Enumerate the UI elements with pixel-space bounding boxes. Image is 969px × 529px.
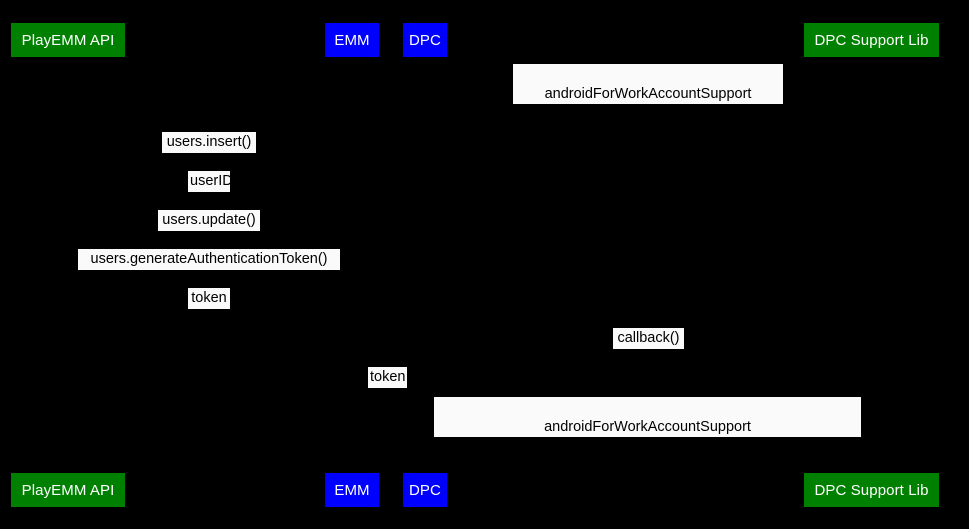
lifeline-supportlib [870, 57, 871, 473]
participant-label: DPC Support Lib [814, 31, 929, 49]
participant-label: PlayEMM API [21, 481, 115, 499]
arrow-token-to-emm [68, 309, 352, 310]
message-label-users-generate-authentication-token[interactable]: users.generateAuthenticationToken() [78, 249, 340, 270]
note-line-1: androidForWorkAccountSupport [544, 419, 751, 435]
arrow-token-to-dpc [352, 388, 425, 389]
message-label-users-insert[interactable]: users.insert() [162, 132, 256, 153]
participant-label: EMM [334, 481, 370, 499]
message-note-add-android-for-work-account[interactable]: androidForWorkAccountSupport .addAndroid… [434, 397, 861, 475]
arrow-ensure-working-environment [425, 104, 871, 105]
participant-playemm-api-bottom[interactable]: PlayEMM API [11, 473, 125, 507]
note-line-2: .addAndroidForWorkAccount(token, account… [453, 459, 842, 475]
message-label-token-to-emm[interactable]: token [188, 288, 230, 309]
arrow-callback [425, 349, 871, 350]
arrow-users-insert [68, 153, 352, 154]
participant-label: DPC [409, 31, 441, 49]
message-label-userid[interactable]: userID [188, 171, 233, 192]
participant-label: DPC [409, 481, 441, 499]
message-label-token-to-dpc[interactable]: token [368, 367, 407, 388]
participant-label: EMM [334, 31, 370, 49]
message-label-users-update[interactable]: users.update() [158, 210, 260, 231]
participant-playemm-api-top[interactable]: PlayEMM API [11, 23, 125, 57]
lifeline-emm [351, 57, 352, 473]
lifeline-dpc [424, 57, 425, 473]
note-line-1: androidForWorkAccountSupport [544, 86, 752, 102]
note-line-2: .ensureWorkingEnvironment(callback) [525, 126, 771, 142]
participant-dpc-bottom[interactable]: DPC [403, 473, 447, 507]
participant-emm-top[interactable]: EMM [325, 23, 379, 57]
participant-label: PlayEMM API [21, 31, 115, 49]
message-note-ensure-working-environment[interactable]: androidForWorkAccountSupport .ensureWork… [513, 64, 783, 142]
arrow-userid [68, 192, 352, 193]
participant-label: DPC Support Lib [814, 481, 929, 499]
participant-dpc-support-lib-top[interactable]: DPC Support Lib [804, 23, 939, 57]
message-label-callback[interactable]: callback() [613, 328, 684, 349]
lifeline-playemm [67, 57, 68, 473]
arrow-generate-auth-token [68, 270, 352, 271]
participant-dpc-top[interactable]: DPC [403, 23, 447, 57]
arrow-users-update [68, 231, 352, 232]
arrow-add-android-for-work-account [425, 437, 871, 438]
participant-emm-bottom[interactable]: EMM [325, 473, 379, 507]
participant-dpc-support-lib-bottom[interactable]: DPC Support Lib [804, 473, 939, 507]
